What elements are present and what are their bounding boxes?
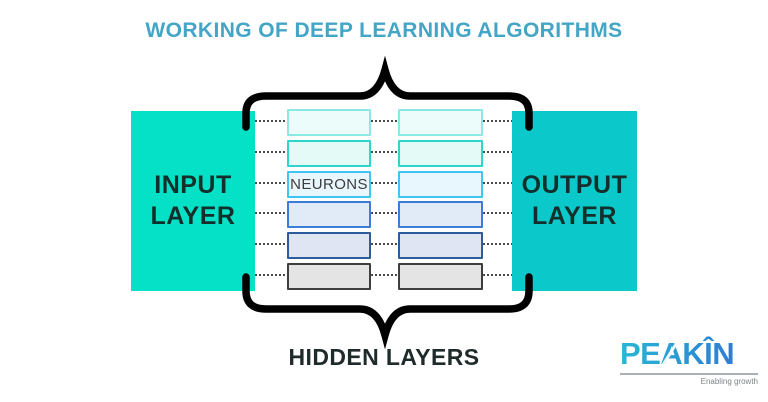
input-layer-box: INPUT LAYER [131,111,255,291]
diagram-title: WORKING OF DEEP LEARNING ALGORITHMS [145,19,623,42]
connection-dotted-line [255,182,513,184]
logo-brand: PEAKÎN [620,336,735,371]
neuron-rect [398,232,483,259]
neurons-label-rect: NEURONS [287,171,371,198]
neuron-rect [287,109,371,136]
logo-tagline: Enabling growth [700,377,758,386]
neuron-rect [287,201,371,228]
neuron-rect [398,201,483,228]
input-layer-label-line2: LAYER [150,202,236,230]
neuron-rect [287,140,371,167]
hidden-layers-label: HIDDEN LAYERS [288,344,480,370]
connection-dotted-line [255,212,513,214]
bottom-brace-icon [242,273,533,350]
connection-dotted-line [255,120,513,122]
output-layer-box: OUTPUT LAYER [512,111,637,291]
connection-dotted-line [255,243,513,245]
peakin-logo: PEAKÎN Enabling growth [620,336,760,386]
neuron-rect [398,109,483,136]
connection-dotted-line [255,274,513,276]
output-layer-label-line2: LAYER [532,202,617,230]
output-layer-label-line1: OUTPUT [521,171,628,199]
connection-dotted-line [255,151,513,153]
neuron-rect [287,263,371,290]
neuron-rect [398,140,483,167]
top-brace-icon [242,55,533,131]
input-layer-label-line1: INPUT [154,171,232,199]
neuron-rect [287,232,371,259]
neuron-rect [398,171,483,198]
neuron-rect [398,263,483,290]
logo-underline [620,373,758,375]
